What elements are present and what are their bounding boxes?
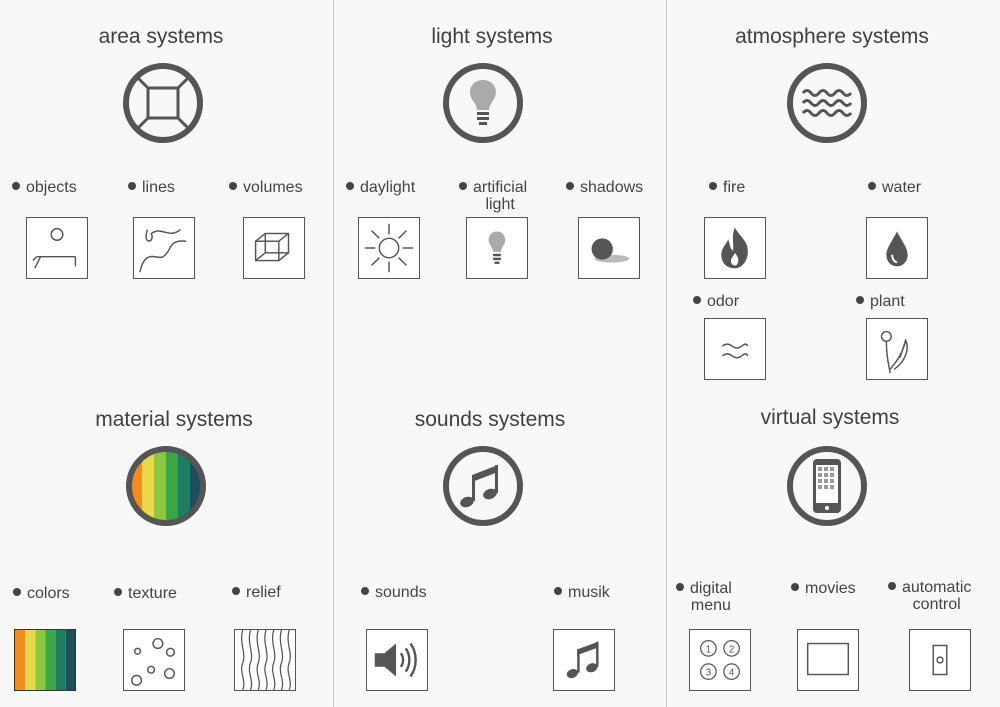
- bullet-icon: [114, 588, 122, 596]
- window-frame-icon: [123, 63, 203, 143]
- curved-lines-icon: [133, 217, 195, 279]
- item-odor: odor: [693, 293, 739, 310]
- flame-icon: [704, 217, 766, 279]
- item-objects: objects: [12, 179, 77, 196]
- item-shadows: shadows: [566, 179, 643, 196]
- sun-icon: [358, 217, 420, 279]
- column-divider: [333, 0, 334, 707]
- wavy-relief-icon: [234, 629, 296, 691]
- section-title-material: material systems: [95, 408, 253, 431]
- column-middle-background: [334, 0, 666, 707]
- item-daylight: daylight: [346, 179, 415, 196]
- bullet-icon: [566, 182, 574, 190]
- bullet-icon: [13, 588, 21, 596]
- item-sounds: sounds: [361, 584, 427, 601]
- switch-icon: [909, 629, 971, 691]
- bullet-icon: [856, 296, 864, 304]
- item-relief: relief: [232, 584, 281, 601]
- water-drop-icon: [866, 217, 928, 279]
- ball-shadow-icon: [578, 217, 640, 279]
- section-title-virtual: virtual systems: [760, 406, 900, 429]
- section-title-light: light systems: [431, 25, 553, 48]
- numbered-buttons-icon: 1 2 3 4: [689, 629, 751, 691]
- odor-waves-icon: [704, 318, 766, 380]
- menu-number: 3: [706, 667, 711, 678]
- smartphone-icon: [787, 446, 867, 526]
- music-note-icon: [443, 446, 523, 526]
- item-lines: lines: [128, 179, 175, 196]
- section-title-sounds: sounds systems: [414, 408, 566, 431]
- speaker-icon: [366, 629, 428, 691]
- music-note-icon: [553, 629, 615, 691]
- cube-icon: [243, 217, 305, 279]
- waves-icon: [787, 63, 867, 143]
- color-stripes-icon: [14, 629, 76, 691]
- bullet-icon: [229, 182, 237, 190]
- screen-icon: [797, 629, 859, 691]
- menu-number: 1: [706, 644, 711, 655]
- bullet-icon: [791, 583, 799, 591]
- item-movies: movies: [791, 580, 856, 597]
- item-volumes: volumes: [229, 179, 303, 196]
- bullet-icon: [361, 587, 369, 595]
- bullet-icon: [693, 296, 701, 304]
- lightbulb-icon: [466, 217, 528, 279]
- item-colors: colors: [13, 585, 70, 602]
- bullet-icon: [888, 582, 896, 590]
- item-texture: texture: [114, 585, 177, 602]
- bullet-icon: [676, 583, 684, 591]
- bullet-icon: [709, 182, 717, 190]
- bullet-icon: [868, 182, 876, 190]
- table-object-icon: [26, 217, 88, 279]
- item-fire: fire: [709, 179, 745, 196]
- item-plant: plant: [856, 293, 905, 310]
- section-title-atmosphere: atmosphere systems: [735, 25, 929, 48]
- color-stripes-icon: [126, 446, 206, 526]
- bullet-icon: [346, 182, 354, 190]
- bullet-icon: [128, 182, 136, 190]
- bullet-icon: [459, 182, 467, 190]
- item-water: water: [868, 179, 921, 196]
- menu-number: 2: [729, 644, 734, 655]
- plant-icon: [866, 318, 928, 380]
- circles-texture-icon: [123, 629, 185, 691]
- bullet-icon: [232, 587, 240, 595]
- bullet-icon: [12, 182, 20, 190]
- item-musik: musik: [554, 584, 610, 601]
- bullet-icon: [554, 587, 562, 595]
- column-divider: [666, 0, 667, 707]
- section-title-area: area systems: [98, 25, 224, 48]
- menu-number: 4: [729, 667, 735, 678]
- lightbulb-icon: [443, 63, 523, 143]
